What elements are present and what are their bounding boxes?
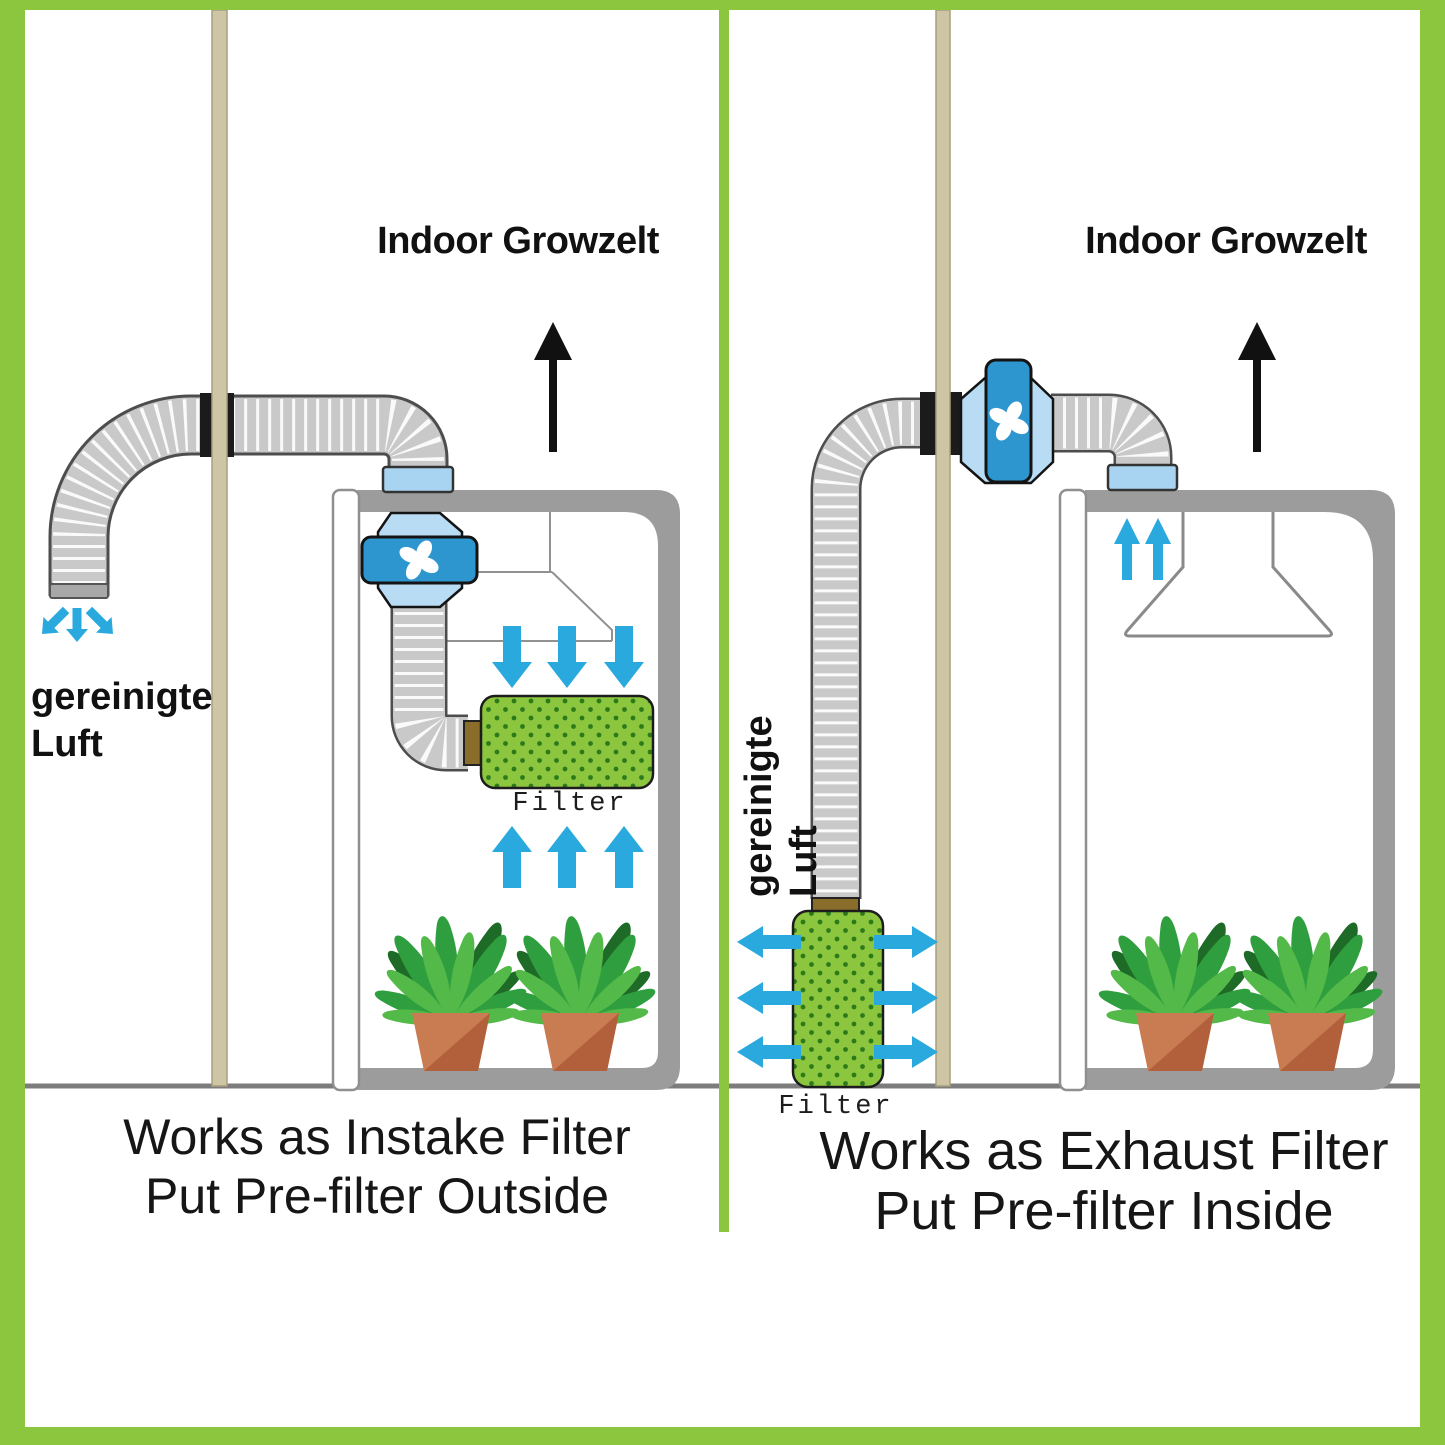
tent-flange-left xyxy=(381,465,455,494)
exhaust-direction-arrow xyxy=(1238,322,1276,452)
plant-pot xyxy=(501,915,658,1071)
left-panel-title: Indoor Growzelt xyxy=(377,220,659,262)
airflow-exit-arrows xyxy=(34,602,121,642)
airflow-down-arrows xyxy=(492,626,644,688)
caption-right: Works as Exhaust Filter Put Pre-filter I… xyxy=(819,1121,1389,1241)
wall-pole-left xyxy=(211,9,228,1087)
fan-to-filter-duct xyxy=(390,600,468,772)
carbon-filter-right xyxy=(791,909,885,1089)
filter-label-right: Filter xyxy=(778,1092,894,1122)
right-panel-title: Indoor Growzelt xyxy=(1085,220,1367,262)
tent-flange-right xyxy=(1106,463,1179,492)
fan-to-tent-duct xyxy=(1051,393,1173,470)
outside-duct-left xyxy=(48,394,449,599)
frame-border-top xyxy=(0,0,1445,10)
tent-door-edge xyxy=(1058,488,1088,1092)
clean-air-label-left: gereinigte Luft xyxy=(31,676,213,765)
left-grow-tent xyxy=(331,488,680,1092)
caption-left: Works as Instake Filter Put Pre-filter O… xyxy=(123,1109,631,1224)
duct-open-end xyxy=(49,583,109,599)
frame-border-right xyxy=(1420,0,1445,1445)
grow-light-hood xyxy=(1124,512,1333,638)
panel-divider xyxy=(719,10,729,1232)
inline-fan-right xyxy=(959,358,1055,485)
tent-door-edge xyxy=(331,488,361,1092)
airflow-up-arrows xyxy=(1114,518,1171,580)
plant-pot xyxy=(1096,915,1253,1071)
tent-interior-seams xyxy=(445,512,613,642)
filter-label-left: Filter xyxy=(512,789,628,819)
frame-border-bottom xyxy=(0,1427,1445,1445)
outside-duct-right xyxy=(810,397,938,899)
carbon-filter-left xyxy=(479,694,655,790)
clean-air-label-right: gereinigte Luft xyxy=(738,715,825,897)
frame-border-left xyxy=(0,0,25,1445)
wall-pole-right xyxy=(935,9,951,1087)
exhaust-direction-arrow xyxy=(534,322,572,452)
right-grow-tent xyxy=(1058,488,1395,1092)
inline-fan-left xyxy=(360,511,479,609)
plant-pot xyxy=(1228,915,1385,1071)
airflow-up-arrows xyxy=(492,826,644,888)
